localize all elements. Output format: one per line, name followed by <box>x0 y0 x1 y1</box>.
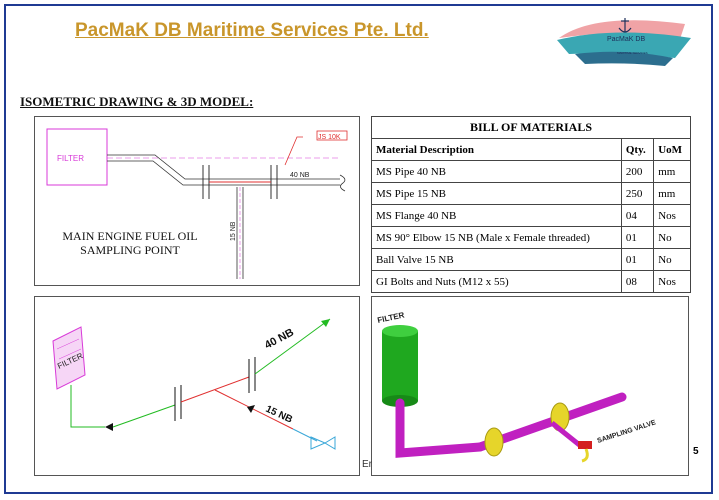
row-uom: Nos <box>653 270 691 293</box>
page-frame <box>4 4 713 494</box>
row-description: MS Flange 40 NB <box>371 204 622 227</box>
table-row: MS 90° Elbow 15 NB (Male x Female thread… <box>371 226 691 249</box>
truncated-text: Er <box>362 459 372 470</box>
arrow-marker <box>105 423 113 431</box>
row-description: GI Bolts and Nuts (M12 x 55) <box>371 270 622 293</box>
row-qty: 250 <box>620 182 655 205</box>
row-uom: mm <box>653 182 691 205</box>
piping-2d-drawing: FILTER JS 10K 40 NB 15 NB <box>46 128 348 279</box>
pipe-15nb <box>236 187 244 279</box>
row-uom: No <box>653 226 691 249</box>
drawing-panel: FILTER JS 10K 40 NB 15 NB MAIN ENGINE FU… <box>34 116 360 286</box>
header-uom: UoM <box>653 138 691 161</box>
row-uom: Nos <box>653 204 691 227</box>
logo-text: PacMaK DB <box>607 36 645 43</box>
filter-box <box>46 128 108 186</box>
company-name: PacMaK DB Maritime Services Pte. Ltd. <box>75 20 429 41</box>
table-row: MS Pipe 15 NB 250 mm <box>371 182 691 205</box>
pipe-40nb <box>107 154 340 186</box>
table-row: Ball Valve 15 NB 01 No <box>371 248 691 271</box>
iso-flange-1 <box>174 385 182 421</box>
row-description: MS 90° Elbow 15 NB (Male x Female thread… <box>371 226 622 249</box>
anchor-icon <box>618 18 632 33</box>
row-qty: 200 <box>620 160 655 183</box>
ball-valve-icon <box>310 436 336 450</box>
model-panel: FILTER SAMPLING VALVE <box>371 296 689 476</box>
section-title: ISOMETRIC DRAWING & 3D MODEL: <box>20 94 254 109</box>
sampling-valve-icon <box>578 441 592 463</box>
page-number: 5 <box>693 446 699 457</box>
table-row: MS Pipe 40 NB 200 mm <box>371 160 691 183</box>
row-uom: No <box>653 248 691 271</box>
row-qty: 01 <box>620 248 655 271</box>
break-symbol <box>339 174 346 192</box>
row-uom: mm <box>653 160 691 183</box>
flange-1-3d <box>484 427 504 457</box>
drawing-caption: MAIN ENGINE FUEL OIL SAMPLING POINT <box>55 229 205 257</box>
caption-line1: MAIN ENGINE FUEL OIL <box>62 229 198 243</box>
row-qty: 01 <box>620 226 655 249</box>
bill-of-materials-table: BILL OF MATERIALS Material Description Q… <box>371 116 691 293</box>
model-valve-label: SAMPLING VALVE <box>596 419 657 445</box>
bom-title: BILL OF MATERIALS <box>371 116 691 139</box>
filter-shape: FILTER <box>52 326 86 390</box>
iso-flange-2 <box>248 357 256 393</box>
row-description: MS Pipe 15 NB <box>371 182 622 205</box>
company-logo: PacMaK DB MARITIME SERVICES <box>557 18 691 66</box>
green-filter-cylinder <box>382 325 418 407</box>
logo-subtext: MARITIME SERVICES <box>617 51 648 55</box>
js-label: JS 10K <box>318 134 341 141</box>
flange-2 <box>270 165 278 199</box>
row-description: Ball Valve 15 NB <box>371 248 622 271</box>
model-filter-label: FILTER <box>377 310 406 325</box>
magenta-pipe <box>395 392 627 458</box>
pipe-15-label: 15 NB <box>230 221 237 241</box>
header-description: Material Description <box>371 138 622 161</box>
model-3d: FILTER SAMPLING VALVE <box>377 310 657 463</box>
caption-line2: SAMPLING POINT <box>80 243 180 257</box>
flange-1 <box>202 165 210 199</box>
row-qty: 04 <box>620 204 655 227</box>
bom-header-row: Material Description Qty. UoM <box>371 138 691 161</box>
pipe-40-label: 40 NB <box>290 172 310 179</box>
row-description: MS Pipe 40 NB <box>371 160 622 183</box>
row-qty: 08 <box>620 270 655 293</box>
header-qty: Qty. <box>620 138 655 161</box>
filter-label: FILTER <box>57 154 84 163</box>
isometric-panel: FILTER 40 NB 15 NB <box>34 296 360 476</box>
table-row: GI Bolts and Nuts (M12 x 55) 08 Nos <box>371 270 691 293</box>
table-row: MS Flange 40 NB 04 Nos <box>371 204 691 227</box>
isometric-drawing: FILTER 40 NB 15 NB <box>52 318 336 450</box>
